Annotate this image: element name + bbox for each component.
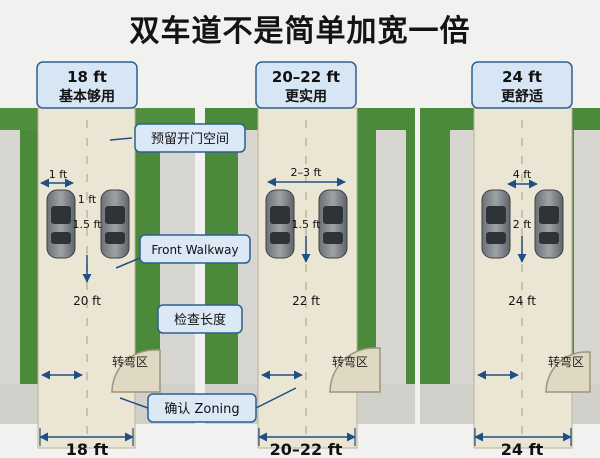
turn-zone (329, 347, 381, 393)
gap-front-label: 1.5 ft (73, 218, 103, 231)
callout-check-length: 检查长度 (157, 304, 243, 334)
turn-zone (545, 351, 591, 393)
header-width: 18 ft (67, 68, 107, 86)
panel-24ft: 转弯区 4 ft 2 ft 24 ft 24 ft 24 ft 更 (420, 61, 600, 458)
turn-zone-label: 转弯区 (112, 354, 148, 369)
car-right (534, 189, 564, 259)
bottom-width-label: 24 ft (501, 440, 544, 458)
gap-side-label: 1 ft (49, 168, 68, 181)
bottom-width-label: 18 ft (66, 440, 109, 458)
callout-check-length-text: 检查长度 (174, 312, 226, 328)
page-title: 双车道不是简单加宽一倍 (129, 14, 471, 49)
gap-between-label: 4 ft (513, 168, 532, 181)
callout-confirm-zoning-text: 确认 Zoning (164, 402, 239, 417)
bottom-width-label: 20–22 ft (270, 440, 343, 458)
turn-zone-label: 转弯区 (548, 354, 584, 369)
car-right (100, 189, 130, 259)
callout-front-walkway: Front Walkway (115, 234, 251, 269)
depth-label: 22 ft (292, 294, 320, 308)
header-note: 更舒适 (501, 88, 543, 105)
callout-front-walkway-text: Front Walkway (151, 243, 238, 257)
gap-front-label: 2 ft (513, 218, 532, 231)
car-left (265, 189, 295, 259)
header-width: 24 ft (502, 68, 542, 86)
sidewalk-left (0, 130, 20, 390)
sidewalk-right (574, 130, 600, 390)
header-width: 20–22 ft (272, 68, 340, 86)
driveway (257, 107, 358, 449)
gap-front-label: 1.5 ft (292, 218, 322, 231)
header-note: 基本够用 (59, 88, 115, 105)
turn-zone-label: 转弯区 (332, 354, 368, 369)
depth-label: 20 ft (73, 294, 101, 308)
sidewalk-right (376, 130, 406, 390)
depth-label: 24 ft (508, 294, 536, 308)
car-left (481, 189, 511, 259)
callout-confirm-zoning: 确认 Zoning (119, 387, 297, 423)
callout-door-space-text: 预留开门空间 (151, 132, 229, 147)
sidewalk-left (450, 130, 475, 390)
turn-zone (111, 349, 161, 393)
car-right (318, 189, 348, 259)
callout-door-space: 预留开门空间 (109, 123, 246, 153)
header-box (36, 61, 138, 109)
header-note: 更实用 (285, 88, 327, 105)
gap-between-label: 2–3 ft (291, 166, 323, 179)
car-left (46, 189, 76, 259)
gap-between-label: 1 ft (78, 193, 97, 206)
header-box (471, 61, 573, 109)
header-box (255, 61, 357, 109)
